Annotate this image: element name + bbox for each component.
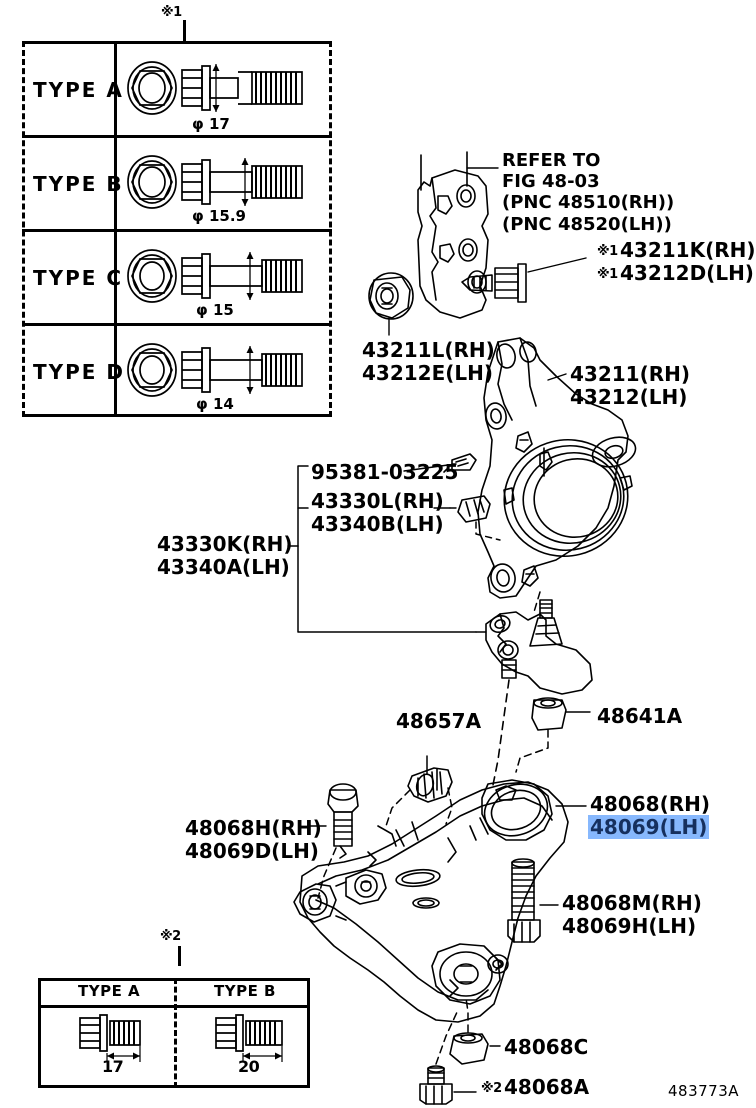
refer-to-note: REFER TO FIG 48-03 (PNC 48510(RH)) (PNC … bbox=[502, 150, 675, 235]
callout-48068M-RH: 48068M(RH) bbox=[562, 891, 702, 915]
callout-43330K-RH: 43330K(RH) bbox=[157, 532, 293, 556]
callout-95381-03225: 95381-03225 bbox=[311, 460, 459, 484]
callout-48069-LH-text: 48069(LH) bbox=[588, 815, 710, 839]
top-table-rowsep-1 bbox=[22, 135, 332, 138]
top-table-row-2-dim: φ 15 bbox=[196, 301, 234, 319]
callout-48068H-RH: 48068H(RH) bbox=[185, 816, 322, 840]
callout-48657A: 48657A bbox=[396, 709, 482, 733]
top-table-colsep bbox=[114, 41, 117, 417]
callout-48068A-mark: ※2 bbox=[481, 1081, 502, 1096]
bottom-table-note-mark: ※2 bbox=[160, 929, 181, 944]
callout-43212D-LH: 43212D(LH) bbox=[620, 261, 754, 285]
callout-43340A-LH: 43340A(LH) bbox=[157, 555, 290, 579]
knuckle-bolt-lh-mark: ※1 bbox=[597, 267, 618, 282]
top-table-row-2-type: TYPE C bbox=[33, 266, 124, 290]
callout-43340B-LH: 43340B(LH) bbox=[311, 512, 444, 536]
knuckle-bolt-rh-mark: ※1 bbox=[597, 244, 618, 259]
bottom-table-header-1: TYPE B bbox=[214, 982, 276, 1000]
top-table-row-3-type: TYPE D bbox=[33, 360, 126, 384]
bottom-table-value-0: 17 bbox=[102, 1057, 124, 1076]
bottom-table-value-1: 20 bbox=[238, 1057, 260, 1076]
top-table-row-0-dim: φ 17 bbox=[192, 115, 230, 133]
callout-48641A: 48641A bbox=[597, 704, 683, 728]
bottom-table-colsep bbox=[174, 978, 177, 1088]
callout-43211-RH: 43211(RH) bbox=[570, 362, 690, 386]
top-table-note-mark: ※1 bbox=[161, 5, 182, 20]
callout-43330L-RH: 43330L(RH) bbox=[311, 489, 444, 513]
callout-48069-LH-highlight: 48069(LH) bbox=[588, 815, 710, 839]
callout-43212-LH: 43212(LH) bbox=[570, 385, 688, 409]
callout-48068C: 48068C bbox=[504, 1035, 589, 1059]
top-table-rowsep-2 bbox=[22, 229, 332, 232]
callout-43212E-LH: 43212E(LH) bbox=[362, 361, 494, 385]
callout-48068-RH: 48068(RH) bbox=[590, 792, 710, 816]
bottom-table-note-leader bbox=[178, 946, 181, 966]
figure-id: 483773A bbox=[668, 1082, 740, 1100]
callout-48069D-LH: 48069D(LH) bbox=[185, 839, 319, 863]
top-table-row-3-dim: φ 14 bbox=[196, 395, 234, 413]
callout-43211K-RH: 43211K(RH) bbox=[620, 238, 756, 262]
top-table-note-leader bbox=[183, 20, 186, 42]
top-table-row-0-type: TYPE A bbox=[33, 78, 124, 102]
callout-48068A: 48068A bbox=[504, 1075, 590, 1099]
top-table-row-1-type: TYPE B bbox=[33, 172, 124, 196]
top-table-rowsep-3 bbox=[22, 323, 332, 326]
callout-48069H-LH: 48069H(LH) bbox=[562, 914, 697, 938]
top-table-row-1-dim: φ 15.9 bbox=[192, 207, 246, 225]
bottom-table-header-0: TYPE A bbox=[78, 982, 141, 1000]
callout-43211L-RH: 43211L(RH) bbox=[362, 338, 495, 362]
